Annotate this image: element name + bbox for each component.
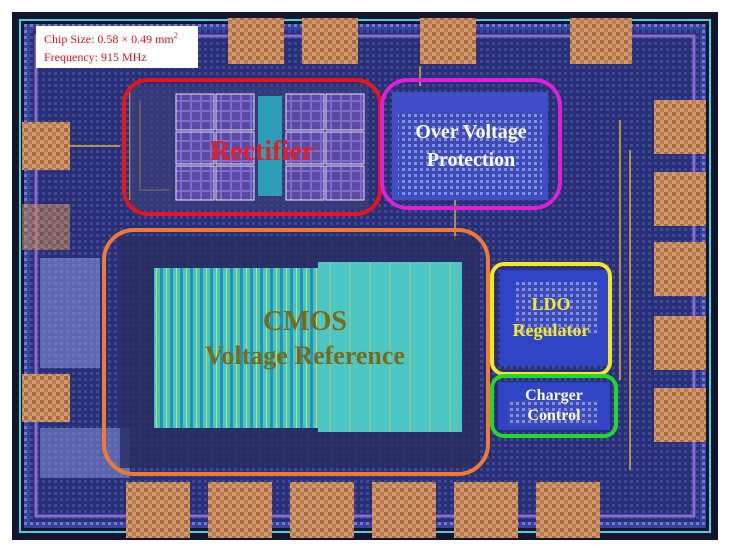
charger-label-line1: Charger — [525, 387, 583, 404]
bottom-pads — [126, 482, 600, 538]
chip-size-text: Chip Size: 0.58 × 0.49 mm2 — [44, 31, 178, 46]
rectifier-label: Rectifier — [210, 136, 314, 167]
charger-outline — [490, 374, 618, 438]
top-pads — [228, 18, 632, 64]
ldo-label-line1: LDO — [531, 294, 570, 314]
info-box — [36, 26, 198, 68]
right-pads — [654, 100, 706, 442]
rectifier-cells — [175, 93, 365, 201]
charger-label-line2: Control — [527, 407, 581, 424]
ovp-label-line1: Over Voltage — [415, 121, 526, 143]
cmos-label-line1: CMOS — [263, 306, 347, 337]
ovp-outline — [380, 78, 562, 210]
ldo-label-line2: Regulator — [513, 320, 590, 340]
cmos-reference-outline — [102, 228, 490, 476]
frequency-text: Frequency: 915 MHz — [44, 50, 147, 64]
cmos-label-line2: Voltage Reference — [205, 341, 405, 370]
ovp-label-line2: Protection — [427, 149, 516, 171]
left-pads — [22, 122, 70, 422]
